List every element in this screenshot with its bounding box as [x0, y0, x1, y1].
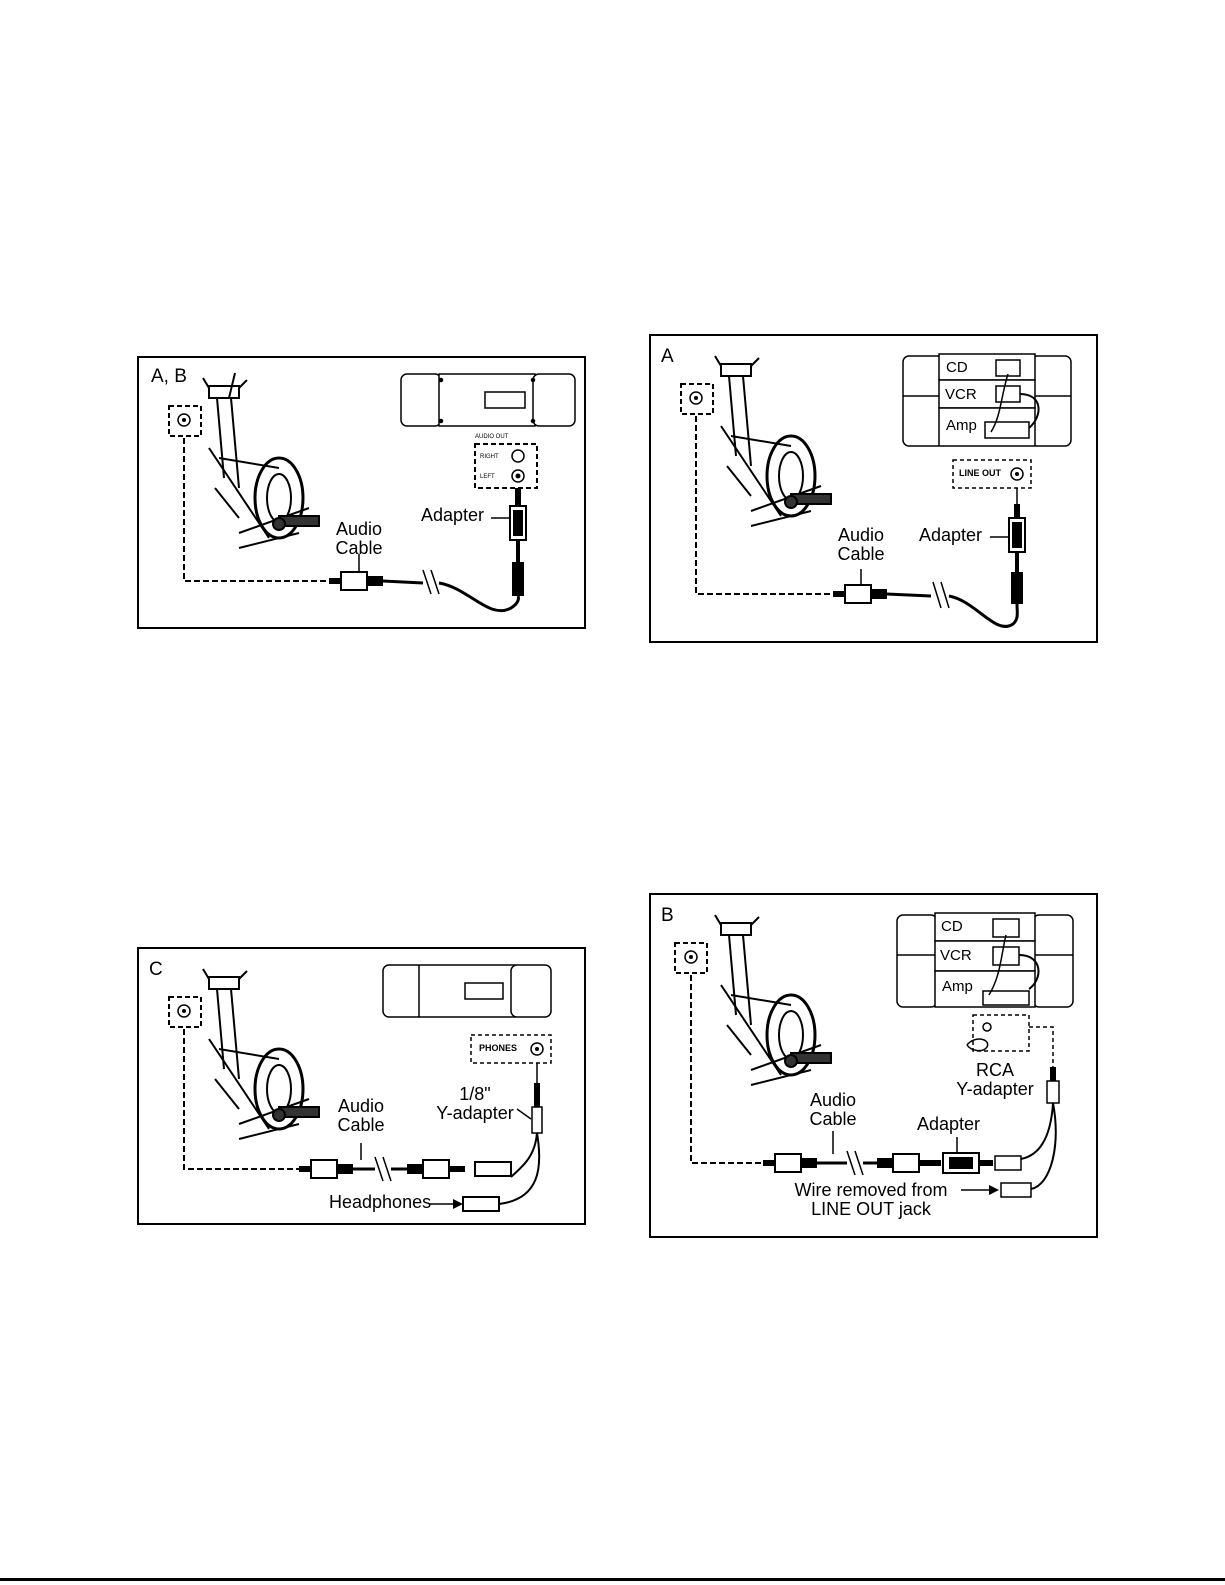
rca-label: RCA — [945, 1061, 1045, 1080]
audio-out-box — [475, 444, 537, 488]
adapter-label: Adapter — [421, 506, 484, 525]
wire-removed-line2: LINE OUT jack — [771, 1200, 971, 1219]
cd-label: CD — [946, 360, 968, 376]
audio-label-line2: Cable — [821, 545, 901, 564]
audio-label-line2: Cable — [793, 1110, 873, 1129]
panel-a-drawing — [651, 336, 1100, 645]
panel-b: B CD VCR Amp RCA Y-adapter Audio Cable A… — [649, 893, 1098, 1238]
audio-cable — [439, 583, 518, 611]
phones-label: PHONES — [479, 1044, 517, 1053]
line-out-jack-icon — [983, 1023, 991, 1031]
right-label: RIGHT — [480, 454, 499, 460]
right-jack-icon — [512, 450, 524, 462]
elliptical-machine-icon — [203, 373, 319, 548]
panel-tag: C — [149, 959, 163, 981]
stereo-stack-icon — [903, 354, 1071, 446]
audio-cable-label: Audio Cable — [321, 1097, 401, 1135]
audio-label-line1: Audio — [319, 520, 399, 539]
panel-tag: A, B — [151, 366, 187, 388]
y-adapter-line2: Y-adapter — [425, 1104, 525, 1123]
adapter-label: Adapter — [919, 526, 982, 545]
audio-cable-label: Audio Cable — [821, 526, 901, 564]
plug-body — [512, 562, 524, 596]
elliptical-machine-icon — [715, 356, 831, 526]
panel-c: C PHONES 1/8" Y-adapter Audio Cable Head… — [137, 947, 586, 1225]
audio-cable-label: Audio Cable — [793, 1091, 873, 1129]
panel-tag: A — [661, 346, 674, 368]
rca-socket — [1001, 1183, 1031, 1197]
line-out-label: LINE OUT — [959, 469, 1001, 478]
audio-label-line2: Cable — [321, 1116, 401, 1135]
y-adapter-socket-1 — [475, 1162, 511, 1176]
y-adapter-socket-2 — [463, 1197, 499, 1211]
rca-y-split — [1021, 1103, 1056, 1189]
cd-label: CD — [941, 919, 963, 935]
rca-y-adapter-label: RCA Y-adapter — [945, 1061, 1045, 1099]
stereo-unit-icon — [383, 965, 551, 1017]
wire-removed-line1: Wire removed from — [771, 1181, 971, 1200]
audio-cable-label: Audio Cable — [319, 520, 399, 558]
y-adapter-line1: 1/8" — [425, 1085, 525, 1104]
rca-plug — [515, 488, 521, 506]
plug-tip — [516, 540, 520, 562]
page-bottom-rule — [0, 1578, 1225, 1581]
panel-a: A CD VCR Amp LINE OUT Adapter Audio Cabl… — [649, 334, 1098, 643]
audio-cable — [949, 596, 1017, 626]
line-out-box — [973, 1015, 1029, 1051]
elliptical-machine-icon — [715, 915, 831, 1085]
elliptical-machine-icon — [203, 969, 319, 1139]
headphones-label: Headphones — [329, 1193, 431, 1212]
amp-label: Amp — [946, 418, 977, 434]
stereo-stack-icon — [897, 913, 1073, 1007]
wire-removed-label: Wire removed from LINE OUT jack — [771, 1181, 971, 1219]
left-label: LEFT — [480, 474, 495, 480]
panel-ab-drawing — [139, 358, 588, 631]
cable-plug — [329, 578, 341, 584]
amp-label: Amp — [942, 979, 973, 995]
adapter-label: Adapter — [917, 1115, 980, 1134]
y-adapter-label: Y-adapter — [945, 1080, 1045, 1099]
stereo-unit-icon — [401, 374, 575, 426]
y-adapter-label: 1/8" Y-adapter — [425, 1085, 525, 1123]
audio-label-line1: Audio — [821, 526, 901, 545]
audio-label-line2: Cable — [319, 539, 399, 558]
audio-label-line1: Audio — [793, 1091, 873, 1110]
audio-out-label: AUDIO OUT — [475, 434, 508, 440]
vcr-label: VCR — [945, 387, 977, 403]
audio-label-line1: Audio — [321, 1097, 401, 1116]
removed-wire-icon — [967, 1039, 988, 1051]
panel-ab: A, B AUDIO OUT RIGHT LEFT Adapter Audio … — [137, 356, 586, 629]
vcr-label: VCR — [940, 948, 972, 964]
panel-tag: B — [661, 905, 674, 927]
